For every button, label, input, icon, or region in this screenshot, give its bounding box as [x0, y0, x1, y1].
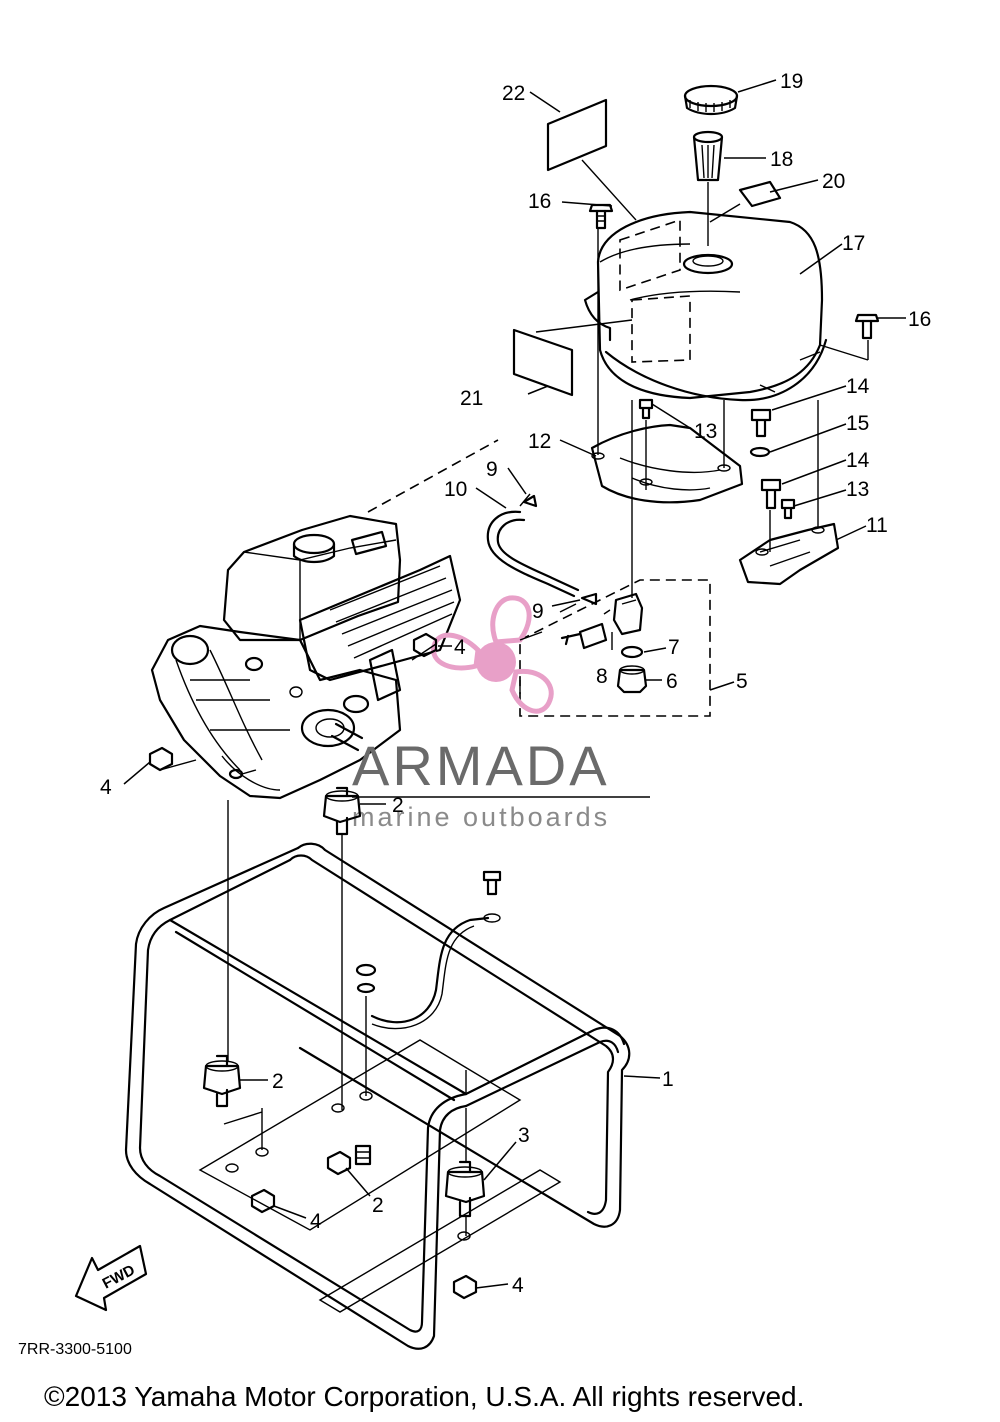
watermark-logo	[431, 595, 554, 714]
label-2-lower: 2	[372, 1194, 384, 1217]
label-20: 20	[822, 170, 845, 193]
label-16-left: 16	[528, 190, 551, 213]
label-13-upper: 13	[694, 420, 717, 443]
bolt-13-lower	[780, 498, 796, 520]
washer-15	[749, 446, 771, 458]
nut-4b	[148, 746, 174, 772]
mount-bolt-2c	[354, 1144, 372, 1166]
label-5: 5	[736, 670, 748, 693]
nut-4d	[452, 1274, 478, 1300]
tank-bolt-left	[588, 203, 614, 230]
label-14-lower: 14	[846, 449, 870, 472]
label-9-lower: 9	[532, 600, 544, 623]
mount-lower-left	[202, 1054, 242, 1108]
label-10: 10	[444, 478, 467, 501]
label-plate-21	[512, 328, 574, 397]
label-9-upper: 9	[486, 458, 498, 481]
nut-4a	[412, 632, 438, 658]
watermark-title: ARMADA	[352, 734, 610, 797]
label-4-engine: 4	[454, 636, 466, 659]
label-11: 11	[866, 514, 888, 537]
fuel-strainer	[692, 130, 724, 182]
fuel-cap	[683, 84, 739, 116]
nut-4c	[250, 1188, 276, 1214]
label-13-lower: 13	[846, 478, 869, 501]
label-22: 22	[502, 82, 525, 105]
label-15: 15	[846, 412, 869, 435]
label-1: 1	[662, 1068, 674, 1091]
label-4-floor: 4	[310, 1210, 322, 1233]
ground-wire	[355, 870, 502, 1030]
engine	[150, 514, 462, 800]
label-2-upper: 2	[392, 794, 404, 817]
mount-lower-right	[444, 1160, 486, 1218]
label-16-right: 16	[908, 308, 931, 331]
fwd-arrow: FWD	[74, 1244, 148, 1312]
tank-bracket	[590, 423, 744, 504]
label-14-upper: 14	[846, 375, 870, 398]
label-18: 18	[770, 148, 793, 171]
side-bracket	[738, 522, 840, 586]
label-3: 3	[518, 1124, 530, 1147]
leader-lines	[123, 79, 906, 1289]
label-8: 8	[596, 665, 608, 688]
watermark-subtitle: marine outboards	[352, 802, 610, 832]
assembly-lines	[159, 159, 869, 1236]
label-plate-20	[738, 180, 782, 208]
fuel-cock-assembly	[519, 579, 711, 717]
label-6: 6	[666, 670, 678, 693]
diagram-code: 7RR-3300-5100	[18, 1341, 132, 1358]
label-12: 12	[528, 430, 551, 453]
nut-2b	[326, 1150, 352, 1176]
label-19: 19	[780, 70, 803, 93]
label-21: 21	[460, 387, 483, 410]
copyright-notice: ©2013 Yamaha Motor Corporation, U.S.A. A…	[44, 1381, 804, 1412]
bolt-13-upper	[638, 398, 654, 420]
label-7: 7	[668, 636, 680, 659]
fuel-hose	[486, 494, 598, 606]
fuel-tank	[583, 210, 828, 402]
label-plate-22	[546, 98, 608, 172]
bolt-14-upper	[750, 408, 772, 438]
label-17: 17	[842, 232, 865, 255]
label-4-front: 4	[512, 1274, 524, 1297]
frame	[124, 842, 631, 1350]
label-4-left: 4	[100, 776, 112, 799]
label-2-left: 2	[272, 1070, 284, 1093]
tank-bolt-right	[854, 313, 880, 340]
bolt-14-lower	[760, 478, 782, 510]
